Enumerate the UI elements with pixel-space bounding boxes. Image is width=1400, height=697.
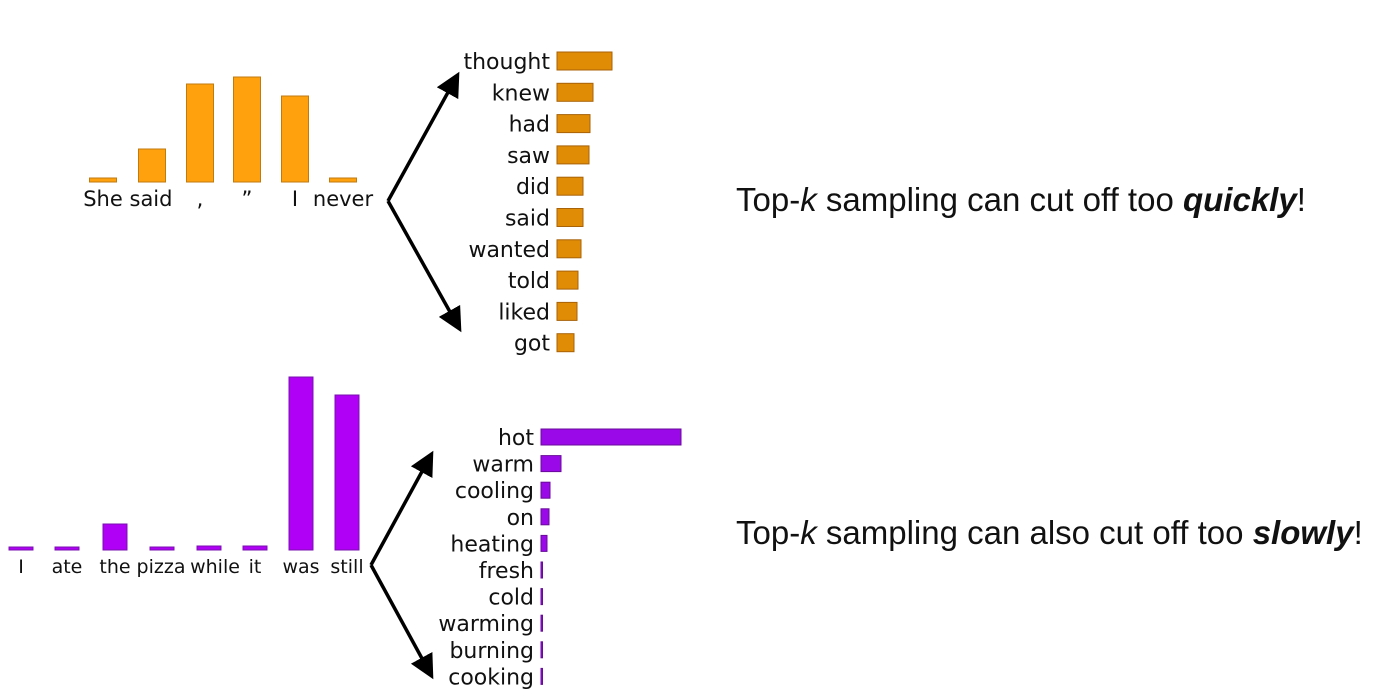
she-said-context-label-said: said — [130, 187, 173, 211]
caption-top-pre: Top- — [736, 181, 801, 218]
she-said-next-label-saw: saw — [507, 144, 550, 169]
she-said-next-label-said: said — [505, 207, 550, 232]
she-said-context-label-token-3: ” — [242, 187, 253, 211]
pizza-context-label-pizza: pizza — [137, 556, 186, 578]
pizza-context-label-i: I — [18, 556, 24, 578]
caption-bottom-mid: sampling can also cut off too — [816, 514, 1253, 551]
pizza-context-label-ate: ate — [52, 556, 83, 578]
pizza-context-bar-ate — [54, 546, 80, 551]
she-said-next-label-liked: liked — [498, 300, 550, 325]
she-said-context-label-never: never — [313, 187, 374, 211]
pizza-next-label-cooling: cooling — [455, 479, 534, 504]
pizza-next-label-fresh: fresh — [479, 559, 534, 584]
she-said-next-label-told: told — [508, 269, 550, 294]
pizza-context-bar-the — [102, 523, 128, 551]
pizza-next-bar-heating — [540, 534, 548, 552]
she-said-next-bar-did — [556, 176, 584, 196]
pizza-context-bar-was — [288, 376, 314, 551]
pizza-next-bar-warm — [540, 455, 562, 473]
pizza-context-label-it: it — [249, 556, 262, 578]
caption-bottom: Top-k sampling can also cut off too slow… — [736, 514, 1363, 552]
pizza-next-label-burning: burning — [449, 639, 534, 664]
she-said-next-label-knew: knew — [492, 81, 550, 106]
she-said-next-bar-knew — [556, 82, 594, 102]
pizza-next-bar-cooling — [540, 481, 551, 499]
she-said-context-bar-never — [329, 177, 357, 183]
pizza-next-bar-fresh — [540, 561, 543, 579]
she-said-next-bar-told — [556, 270, 579, 290]
she-said-next-bar-saw — [556, 145, 590, 165]
she-said-next-label-got: got — [514, 332, 550, 357]
bottom-arrow-down — [369, 564, 434, 680]
pizza-next-label-hot: hot — [498, 426, 534, 451]
caption-bottom-emphasis: slowly — [1252, 514, 1354, 551]
she-said-context-bar-token-2 — [186, 83, 214, 183]
pizza-next-bar-warming — [540, 614, 543, 632]
pizza-next-label-warm: warm — [472, 453, 534, 478]
she-said-next-bar-said — [556, 208, 584, 227]
caption-top-end: ! — [1296, 181, 1306, 218]
pizza-context-bar-i — [8, 546, 34, 551]
she-said-next-label-had: had — [509, 113, 550, 138]
bottom-arrow-up — [369, 450, 434, 566]
pizza-next-label-heating: heating — [450, 532, 534, 557]
pizza-context-label-was: was — [282, 556, 319, 578]
pizza-next-label-on: on — [507, 506, 534, 531]
she-said-next-bar-wanted — [556, 239, 582, 259]
she-said-next-label-thought: thought — [463, 50, 550, 75]
caption-bottom-pre: Top- — [736, 514, 801, 551]
bottom-branch-arrows — [369, 450, 434, 680]
pizza-context-bar-while — [196, 545, 222, 551]
pizza-next-bar-on — [540, 508, 550, 526]
pizza-context-label-the: the — [99, 556, 130, 578]
pizza-next-token-chart: hotwarmcoolingonheatingfreshcoldwarmingb… — [438, 426, 682, 690]
she-said-context-bar-she — [89, 177, 117, 183]
she-said-next-bar-liked — [556, 301, 578, 321]
she-said-next-label-wanted: wanted — [468, 238, 550, 263]
pizza-next-bar-cold — [540, 588, 543, 606]
pizza-next-bar-hot — [540, 428, 682, 446]
pizza-context-label-while: while — [190, 556, 240, 578]
caption-top-emphasis: quickly — [1182, 181, 1297, 218]
she-said-next-bar-got — [556, 333, 575, 353]
pizza-next-label-cold: cold — [488, 586, 534, 611]
top-arrow-up — [386, 71, 460, 202]
top-branch-arrows — [386, 71, 462, 333]
she-said-context-bar-i — [281, 95, 309, 183]
she-said-context-bar-token-3 — [233, 76, 261, 183]
caption-top: Top-k sampling can cut off too quickly! — [736, 181, 1306, 219]
pizza-context-bar-it — [242, 545, 268, 551]
she-said-next-label-did: did — [516, 175, 550, 200]
caption-top-k: k — [800, 181, 817, 218]
she-said-context-label-token-2: , — [197, 187, 204, 211]
she-said-next-bar-thought — [556, 51, 613, 71]
top-arrow-down — [386, 200, 462, 333]
she-said-context-bar-said — [138, 148, 166, 183]
caption-bottom-k: k — [800, 514, 817, 551]
pizza-context-bar-still — [334, 394, 360, 551]
pizza-next-bar-cooking — [540, 667, 543, 685]
she-said-context-label-i: I — [292, 187, 298, 211]
caption-bottom-end: ! — [1353, 514, 1363, 551]
she-said-context-label-she: She — [83, 187, 123, 211]
she-said-next-token-chart: thought knew had saw did said wanted told liked g… — [463, 50, 613, 357]
caption-top-mid: sampling can cut off too — [816, 181, 1183, 218]
pizza-next-label-warming: warming — [438, 612, 534, 637]
pizza-context-label-still: still — [330, 556, 363, 578]
pizza-next-bar-burning — [540, 641, 543, 659]
she-said-next-bar-had — [556, 114, 591, 134]
pizza-context-bar-pizza — [149, 546, 175, 551]
pizza-next-label-cooking: cooking — [448, 665, 534, 690]
